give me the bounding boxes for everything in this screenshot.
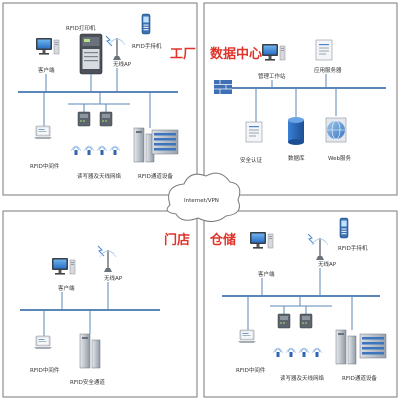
warehouse-title: 仓储 [209, 232, 236, 248]
factory-rfid-gate-label: RFID通道设备 [138, 172, 173, 180]
warehouse-client-label: 客户端 [258, 270, 275, 278]
app-server-icon [315, 39, 333, 61]
store-client-label: 客户端 [58, 284, 75, 292]
warehouse-rfid-handheld-label: RFID手持机 [338, 244, 368, 252]
warehouse-section: 仓储 客户端 无线AP RFID手持机 RFID中间件 读写器及天线网络 RFI… [209, 217, 387, 382]
database-icon [288, 117, 304, 145]
app-server-label: 应用服务器 [314, 66, 342, 74]
firewall-icon [214, 80, 232, 94]
factory-reader-icon-2 [99, 111, 113, 127]
mgmt-workstation-label: 管理工作站 [258, 72, 286, 80]
factory-section: 工厂 客户端 RFID打印机 无线AP RFID手持机 RFID中间件 读写器及 [18, 13, 196, 180]
factory-reader-icon-1 [77, 111, 91, 127]
rfid-printer-icon [79, 33, 103, 75]
factory-title: 工厂 [170, 47, 196, 62]
store-section: 门店 客户端 无线AP RFID中间件 RFID安全通道 [20, 232, 190, 386]
datacenter-section: 数据中心 管理工作站 应用服务器 安全认证 数据库 [210, 39, 386, 164]
store-wireless-ap-label: 无线AP [104, 274, 123, 282]
internet-vpn-label: Internet/VPN [184, 198, 219, 204]
factory-middleware-laptop-icon [33, 125, 53, 140]
warehouse-reader-icon-2 [299, 313, 313, 329]
warehouse-wireless-ap-label: 无线AP [318, 260, 337, 268]
datacenter-panel [203, 2, 398, 196]
factory-client-label: 客户端 [38, 66, 55, 74]
store-rfid-security-gate-label: RFID安全通道 [70, 378, 105, 386]
factory-rfid-printer-label: RFID打印机 [66, 24, 96, 32]
warehouse-rfid-middleware-label: RFID中间件 [236, 366, 266, 374]
warehouse-rfid-handheld-icon [339, 217, 349, 239]
store-rfid-middleware-label: RFID中间件 [30, 366, 60, 374]
factory-reader-network-label: 读写器及天线网络 [77, 172, 122, 180]
factory-rfid-handheld-icon [141, 13, 151, 35]
factory-rfid-middleware-label: RFID中间件 [30, 162, 60, 170]
factory-wireless-ap-label: 无线AP [113, 60, 132, 68]
database-label: 数据库 [288, 154, 305, 162]
security-auth-label: 安全认证 [240, 156, 263, 164]
store-middleware-laptop-icon [33, 335, 53, 350]
warehouse-reader-network-label: 读写器及天线网络 [280, 374, 325, 382]
web-service-label: Web服务 [328, 154, 351, 162]
factory-gate-rack-icon [151, 129, 179, 155]
warehouse-middleware-laptop-icon [237, 329, 257, 344]
warehouse-reader-icon-1 [277, 313, 291, 329]
internet-cloud: Internet/VPN [166, 172, 241, 222]
store-title: 门店 [164, 232, 190, 248]
security-auth-icon [245, 121, 263, 143]
factory-rfid-handheld-label: RFID手持机 [132, 42, 162, 50]
warehouse-rfid-gate-label: RFID通道设备 [342, 374, 377, 382]
warehouse-gate-rack-icon [359, 333, 387, 359]
web-service-icon [325, 117, 347, 143]
datacenter-title: 数据中心 [210, 46, 262, 62]
